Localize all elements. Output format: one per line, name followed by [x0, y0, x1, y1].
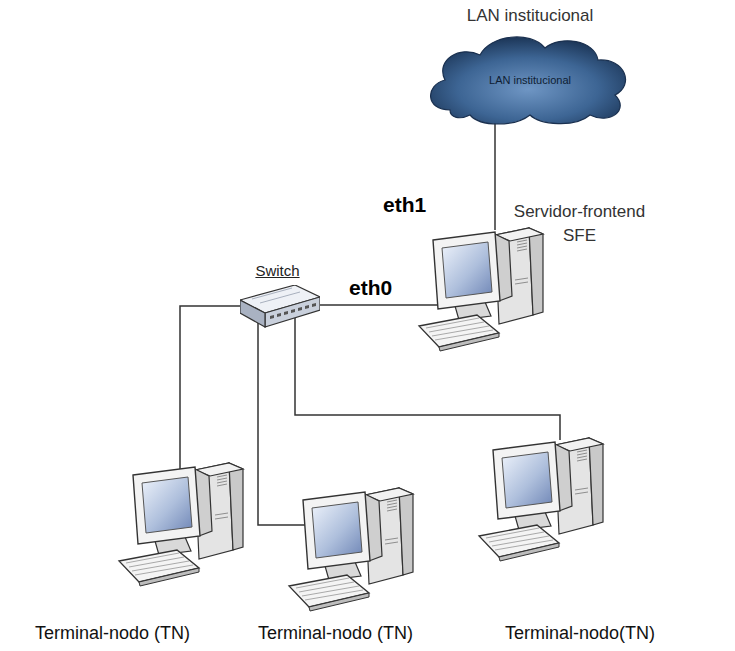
network-cloud: LAN institucionalLAN institucional [420, 6, 640, 125]
network-cable [180, 306, 241, 471]
interface-label: eth0 [349, 276, 392, 300]
network-cable [495, 121, 496, 230]
network-cable [258, 323, 307, 525]
computer-icon [415, 220, 545, 355]
interface-label: eth1 [383, 193, 426, 217]
terminal-name: Terminal-nodo(TN) [470, 623, 690, 644]
server-name: Servidor-frontend SFE [497, 200, 662, 248]
cloud-shape-wrap: LAN institucional [420, 30, 640, 125]
server-computer: Servidor-frontend SFE [410, 198, 670, 363]
computer-icon [115, 455, 245, 590]
terminal-node: Terminal-nodo (TN) [228, 480, 443, 647]
network-cable [295, 318, 560, 440]
switch-icon [240, 285, 320, 330]
terminal-node: Terminal-nodo(TN) [470, 430, 690, 647]
terminal-node: Terminal-nodo (TN) [5, 455, 220, 647]
switch-name: Switch [230, 262, 325, 279]
cloud-inner-text: LAN institucional [420, 74, 640, 86]
cloud-title: LAN institucional [420, 6, 640, 30]
terminal-name: Terminal-nodo (TN) [228, 623, 443, 644]
computer-icon [285, 480, 415, 615]
network-switch: Switch [230, 262, 325, 334]
terminal-name: Terminal-nodo (TN) [5, 623, 220, 644]
network-cable [318, 305, 439, 306]
computer-icon [475, 430, 605, 565]
